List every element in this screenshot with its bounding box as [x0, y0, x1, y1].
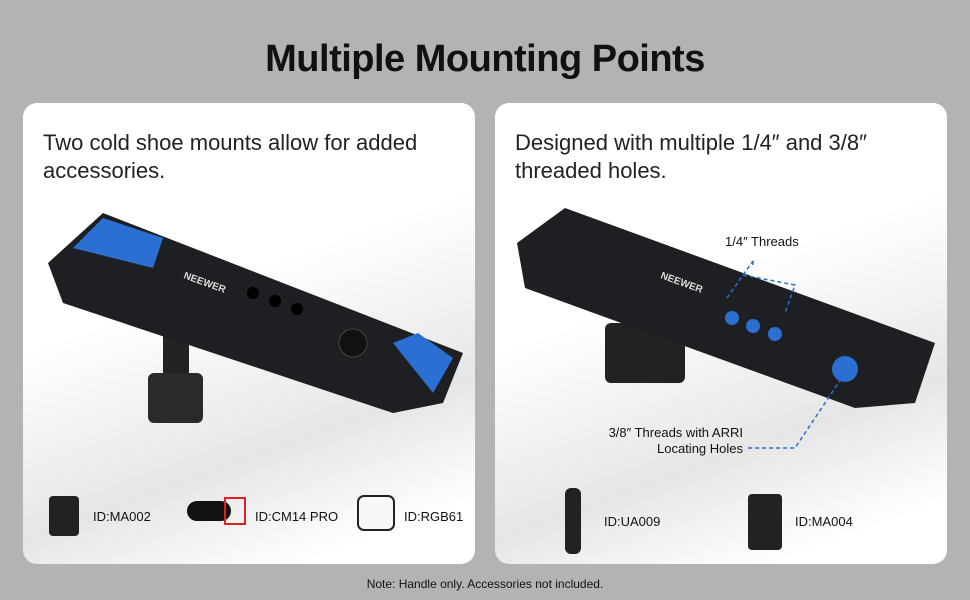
handle-image: NEEWER	[517, 208, 935, 449]
quarter-thread-hole	[746, 319, 760, 333]
callout-line: 3/8″ Threads with ARRI	[608, 425, 743, 440]
accessory-id: ID:CM14 PRO	[255, 508, 339, 524]
accessory-id: ID:RGB61	[404, 508, 464, 524]
page-title: Multiple Mounting Points	[265, 38, 705, 80]
accessory-cm14pro: ID:CM14 PRO	[185, 486, 338, 546]
accessory-id: ID:MA002	[93, 508, 151, 524]
arri-thread-hole	[832, 356, 858, 382]
cold-shoe-mount	[148, 373, 203, 423]
card-description: Designed with multiple 1/4″ and 3/8″ thr…	[515, 130, 867, 183]
handle-image: NEEWER	[48, 213, 463, 423]
blue-cold-shoe-icon	[73, 218, 163, 268]
accessory-ma004: ID:MA004	[743, 486, 853, 556]
blue-cold-shoe-icon	[393, 333, 453, 393]
accessory-ma002: ID:MA002	[45, 486, 151, 546]
card-description: Two cold shoe mounts allow for added acc…	[43, 130, 418, 183]
threaded-holes-card: Designed with multiple 1/4″ and 3/8″ thr…	[495, 103, 947, 564]
footnote: Note: Handle only. Accessories not inclu…	[366, 577, 604, 591]
arri-thread-callout: 3/8″ Threads with ARRI Locating Holes	[555, 425, 743, 457]
callout-line: Locating Holes	[657, 441, 743, 456]
accessory-id: ID:UA009	[604, 513, 661, 529]
quarter-thread-hole	[768, 327, 782, 341]
accessory-id: ID:MA004	[795, 513, 853, 529]
accessory-rgb61: ID:RGB61	[356, 486, 463, 546]
handle-body	[517, 208, 935, 408]
quarter-thread-hole	[725, 311, 739, 325]
cold-shoe-card: Two cold shoe mounts allow for added acc…	[23, 103, 475, 564]
accessory-ua009: ID:UA009	[550, 486, 660, 556]
quarter-thread-callout: 1/4″ Threads	[725, 234, 799, 249]
